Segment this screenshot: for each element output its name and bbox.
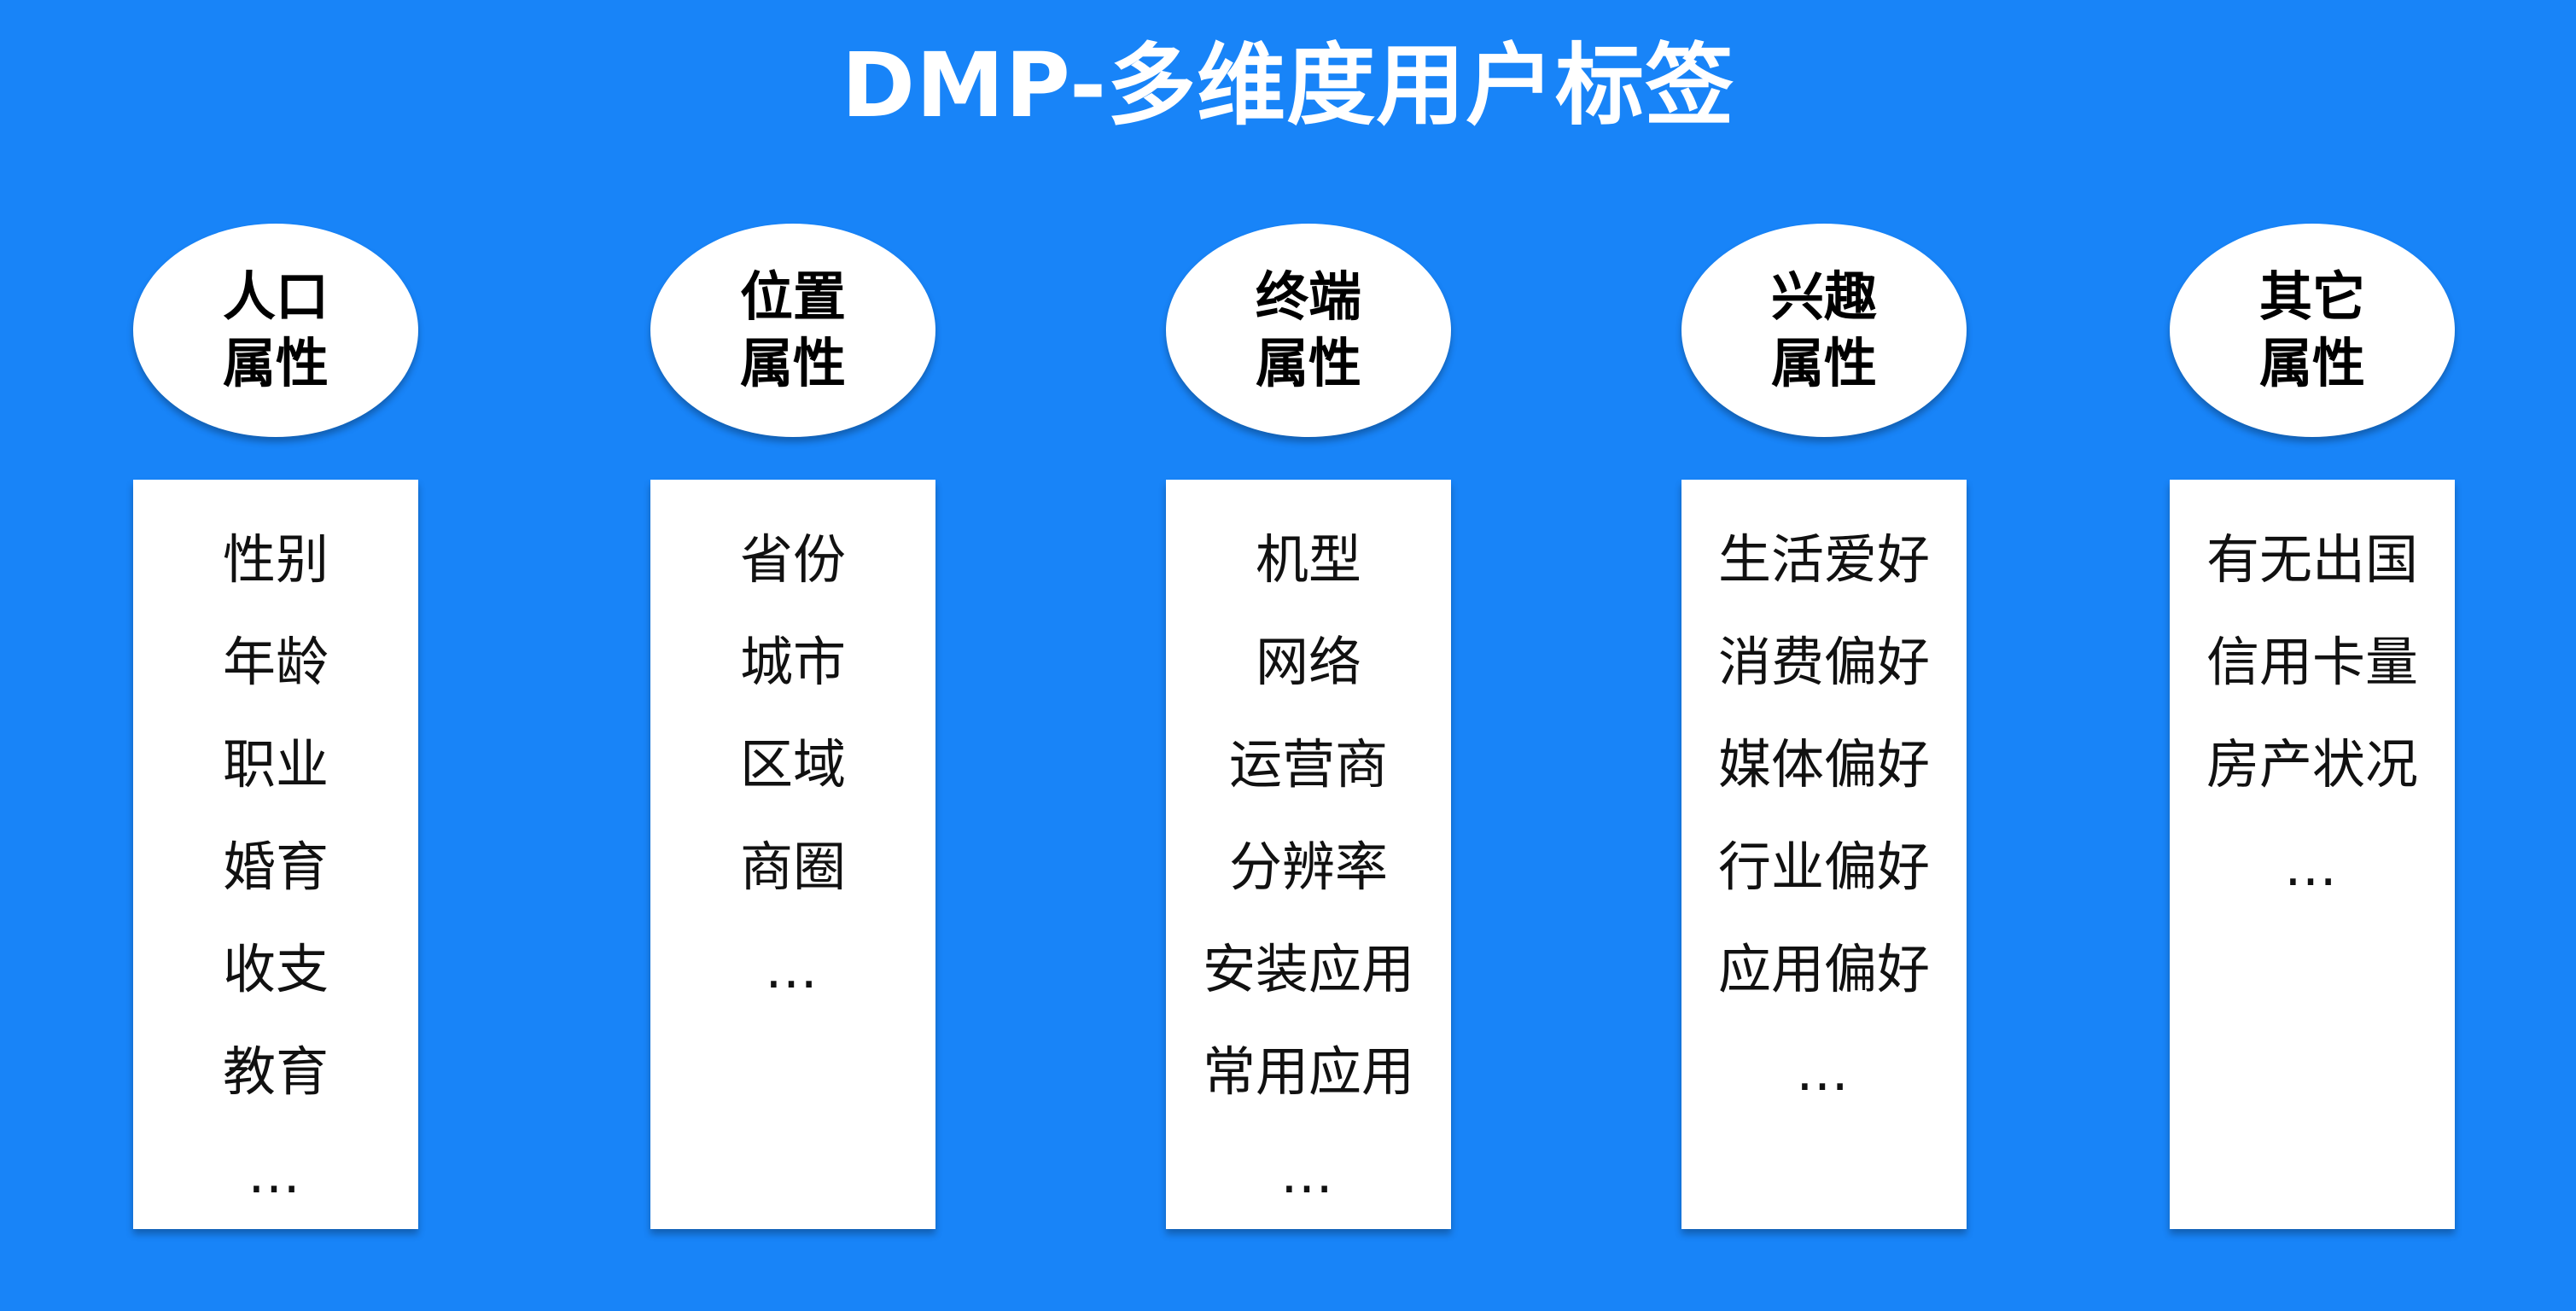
tag-item: 省份	[739, 528, 846, 591]
tag-item: 行业偏好	[1717, 836, 1930, 898]
tag-item: 网络	[1255, 631, 1361, 693]
tag-item: 消费偏好	[1717, 631, 1930, 693]
category-column-interest: 兴趣 属性 生活爱好 消费偏好 媒体偏好 行业偏好 应用偏好 …	[1681, 0, 1967, 1311]
page-title: DMP-多维度用户标签	[841, 33, 1735, 137]
category-header-line: 属性	[1255, 332, 1361, 394]
tag-item: 应用偏好	[1717, 938, 1930, 1000]
category-column-location: 位置 属性 省份 城市 区域 商圈 …	[650, 0, 935, 1311]
tag-item: 教育	[222, 1040, 329, 1103]
tag-item: 收支	[222, 938, 329, 1000]
tag-list-card: 有无出国 信用卡量 房产状况 …	[2170, 480, 2455, 1229]
category-column-other: 其它 属性 有无出国 信用卡量 房产状况 …	[2170, 0, 2455, 1311]
tag-item-more: …	[2284, 836, 2340, 898]
category-header-oval: 终端 属性	[1166, 224, 1451, 437]
tag-item-more: …	[765, 938, 821, 1000]
tag-item: 商圈	[739, 836, 846, 898]
tag-item: 媒体偏好	[1717, 733, 1930, 795]
category-header-line: 属性	[739, 332, 846, 394]
category-column-demographic: 人口 属性 性别 年龄 职业 婚育 收支 教育 …	[133, 0, 418, 1311]
category-header-oval: 人口 属性	[133, 224, 418, 437]
tag-item: 安装应用	[1202, 938, 1414, 1000]
tag-item: 常用应用	[1202, 1040, 1414, 1103]
category-header-line: 兴趣	[1770, 265, 1877, 328]
tag-item: 房产状况	[2206, 733, 2418, 795]
tag-list-card: 省份 城市 区域 商圈 …	[650, 480, 935, 1229]
category-header-line: 属性	[2258, 332, 2365, 394]
category-header-line: 终端	[1255, 265, 1361, 328]
tag-item: 年龄	[222, 631, 329, 693]
tag-item-more: …	[1280, 1143, 1337, 1205]
tag-item: 运营商	[1228, 733, 1388, 795]
category-header-line: 人口	[222, 265, 329, 328]
tag-item-more: …	[1796, 1040, 1852, 1103]
tag-item: 职业	[222, 733, 329, 795]
category-header-oval: 位置 属性	[650, 224, 935, 437]
category-header-oval: 其它 属性	[2170, 224, 2455, 437]
tag-item: 信用卡量	[2206, 631, 2418, 693]
category-column-device: 终端 属性 机型 网络 运营商 分辨率 安装应用 常用应用 …	[1166, 0, 1451, 1311]
tag-list-card: 生活爱好 消费偏好 媒体偏好 行业偏好 应用偏好 …	[1681, 480, 1967, 1229]
category-header-line: 属性	[222, 332, 329, 394]
tag-item: 性别	[222, 528, 329, 591]
tag-item: 婚育	[222, 836, 329, 898]
tag-list-card: 性别 年龄 职业 婚育 收支 教育 …	[133, 480, 418, 1229]
tag-item: 城市	[739, 631, 846, 693]
category-header-oval: 兴趣 属性	[1681, 224, 1967, 437]
tag-item: 生活爱好	[1717, 528, 1930, 591]
tag-item: 有无出国	[2206, 528, 2418, 591]
category-header-line: 属性	[1770, 332, 1877, 394]
tag-item: 分辨率	[1228, 836, 1388, 898]
tag-item: 区域	[739, 733, 846, 795]
tag-item-more: …	[248, 1143, 304, 1205]
tag-list-card: 机型 网络 运营商 分辨率 安装应用 常用应用 …	[1166, 480, 1451, 1229]
category-header-line: 位置	[739, 265, 846, 328]
category-header-line: 其它	[2258, 265, 2365, 328]
tag-item: 机型	[1255, 528, 1361, 591]
